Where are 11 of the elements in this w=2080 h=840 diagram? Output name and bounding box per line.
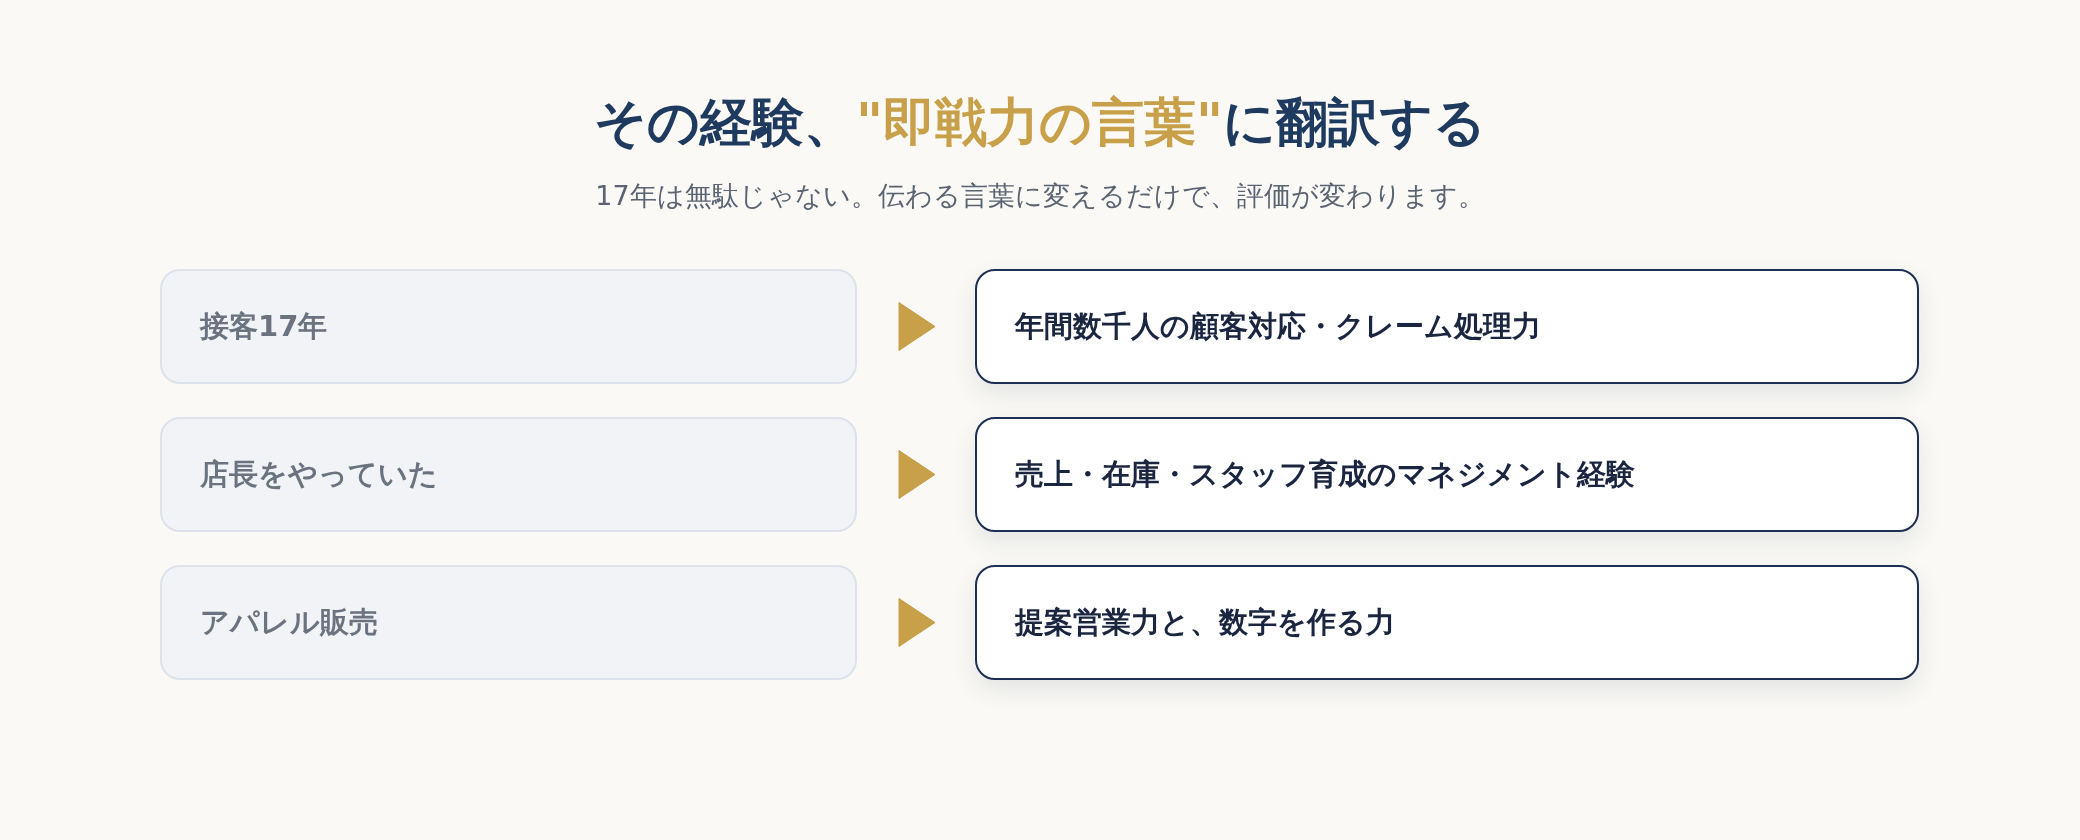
- arrow: [898, 302, 936, 351]
- heading: その経験、"即戦力の言葉"に翻訳する: [593, 92, 1487, 152]
- source-box: 店長をやっていた: [160, 417, 857, 532]
- source-box: 接客17年: [160, 269, 857, 384]
- subtitle: 17年は無駄じゃない。伝わる言葉に変えるだけで、評価が変わります。: [595, 180, 1485, 211]
- arrow: [898, 450, 936, 499]
- arrow: [898, 598, 936, 647]
- source-box: アパレル販売: [160, 565, 857, 680]
- result-box: 売上・在庫・スタッフ育成のマネジメント経験: [975, 417, 1919, 532]
- result-box: 年間数千人の顧客対応・クレーム処理力: [975, 269, 1919, 384]
- result-box: 提案営業力と、数字を作る力: [975, 565, 1919, 680]
